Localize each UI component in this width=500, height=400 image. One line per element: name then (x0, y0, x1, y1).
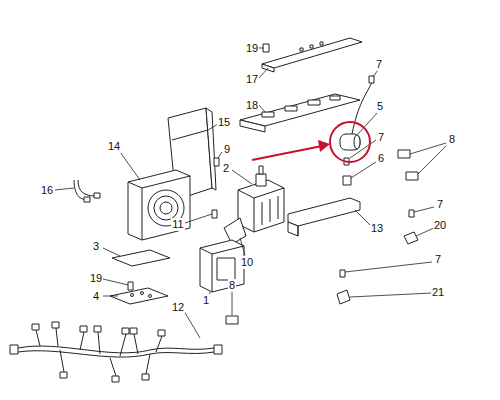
fan-housing (128, 170, 190, 240)
clip (337, 290, 350, 304)
callout-number: 10 (240, 256, 254, 269)
callout-number: 16 (40, 184, 54, 197)
leader-line (55, 48, 446, 338)
top-plate (262, 38, 362, 68)
callout-number: 21 (431, 286, 445, 299)
callout-number: 5 (376, 100, 384, 113)
callout-number: 19 (89, 272, 103, 285)
callout-number: 7 (377, 131, 385, 144)
bracket (224, 218, 246, 244)
capacitor (340, 134, 360, 150)
callout-number: 6 (377, 152, 385, 165)
circuit-plate (110, 288, 168, 304)
transformer (200, 240, 244, 292)
small-bracket (343, 176, 351, 185)
callout-number: 9 (223, 143, 231, 156)
cover-plate (112, 250, 170, 266)
clip (404, 232, 418, 244)
arrow-head (318, 140, 330, 152)
callout-number: 8 (228, 279, 236, 292)
callout-number: 3 (92, 240, 100, 253)
harness-plug (10, 322, 222, 382)
connector (398, 150, 410, 158)
callout-number: 7 (436, 198, 444, 211)
callout-number: 19 (245, 42, 259, 55)
callout-number: 20 (433, 219, 447, 232)
callout-number: 4 (92, 290, 100, 303)
callout-number: 11 (171, 218, 184, 231)
highlight (252, 122, 370, 162)
connector (406, 172, 418, 180)
callout-number: 2 (222, 162, 230, 175)
mounting-bracket (288, 198, 360, 226)
magnetron (238, 180, 284, 232)
callout-number: 8 (448, 133, 456, 146)
callout-number: 1 (202, 294, 210, 307)
callout-number: 13 (370, 222, 384, 235)
callout-number: 15 (217, 116, 231, 129)
connector (226, 316, 238, 324)
callout-number: 17 (245, 73, 259, 86)
callout-number: 14 (107, 140, 121, 153)
callout-number: 12 (171, 301, 185, 314)
callout-number: 7 (375, 58, 383, 71)
wire-harness (18, 328, 214, 376)
control-plate (240, 94, 360, 126)
callout-number: 18 (245, 99, 259, 112)
callout-number: 7 (434, 253, 442, 266)
